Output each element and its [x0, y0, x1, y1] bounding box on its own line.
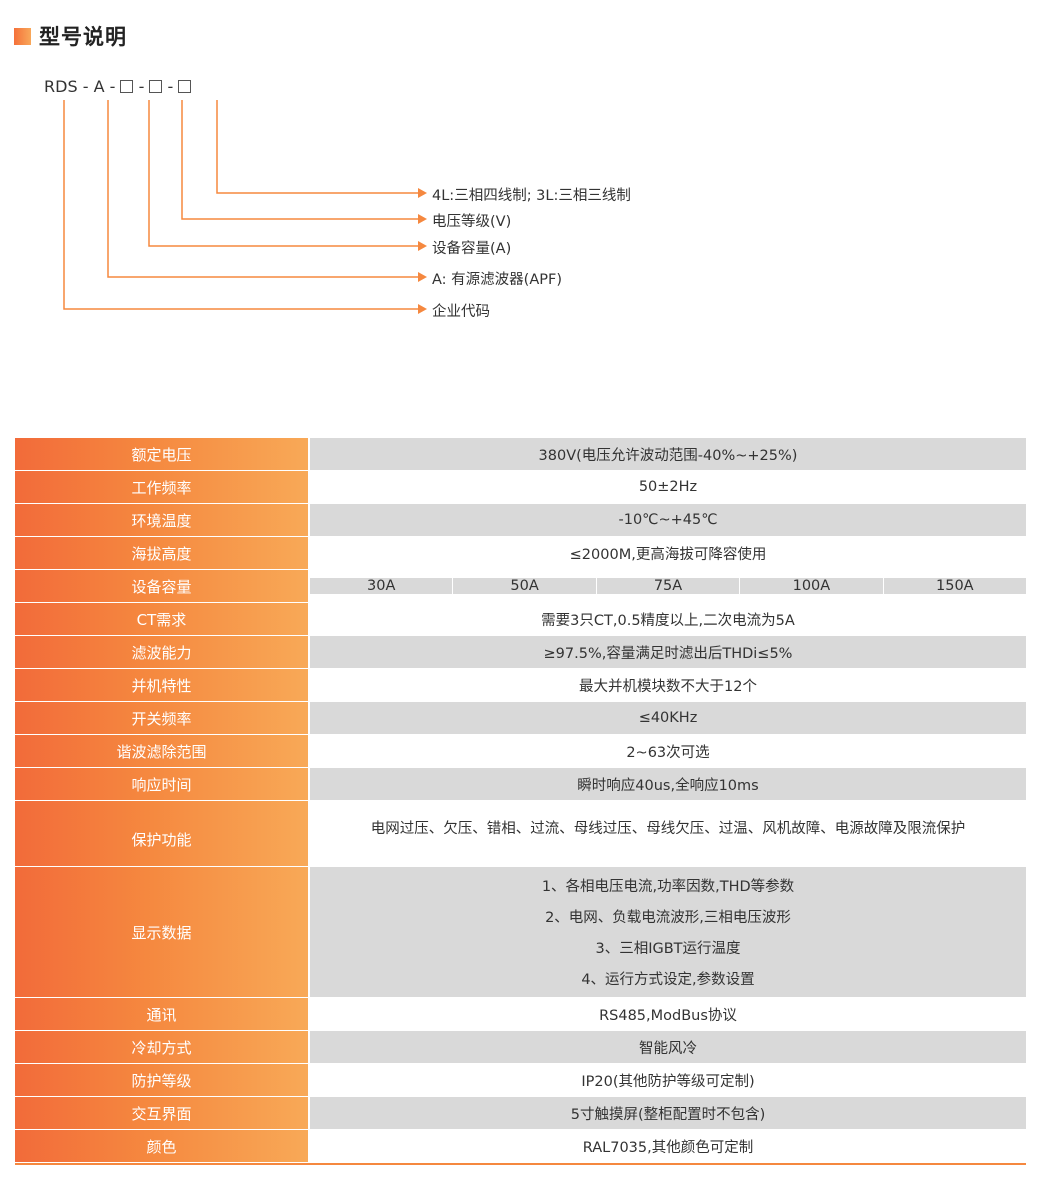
placeholder-box-icon [178, 79, 192, 93]
table-row: 海拔高度 ≤2000M,更高海拔可降容使用 [15, 537, 1026, 570]
row-label: 海拔高度 [15, 537, 310, 569]
row-value: 380V(电压允许波动范围-40%~+25%) [310, 438, 1026, 470]
table-row: 响应时间 瞬时响应40us,全响应10ms [15, 768, 1026, 801]
section-title: 型号说明 [39, 25, 127, 49]
row-value: IP20(其他防护等级可定制) [310, 1064, 1026, 1096]
row-label: 显示数据 [15, 867, 310, 997]
arrow-icon [418, 304, 427, 314]
display-data-line: 3、三相IGBT运行温度 [595, 941, 741, 957]
model-code-type: A [93, 77, 105, 96]
table-row: 通讯 RS485,ModBus协议 [15, 998, 1026, 1031]
row-value: ≥97.5%,容量满足时滤出后THDi≤5% [310, 636, 1026, 668]
legend-type: A: 有源滤波器(APF) [432, 272, 562, 288]
row-label: 滤波能力 [15, 636, 310, 668]
connector-line [216, 100, 418, 194]
legend-company: 企业代码 [432, 304, 490, 320]
row-label: 并机特性 [15, 669, 310, 701]
table-row: 冷却方式 智能风冷 [15, 1031, 1026, 1064]
capacity-cell: 50A [453, 578, 597, 594]
arrow-icon [418, 272, 427, 282]
table-row: 环境温度 -10℃~+45℃ [15, 504, 1026, 537]
table-row: 颜色 RAL7035,其他颜色可定制 [15, 1130, 1026, 1163]
row-label: 通讯 [15, 998, 310, 1030]
arrow-icon [418, 241, 427, 251]
legend-voltage: 电压等级(V) [432, 214, 512, 230]
capacity-cell: 30A [309, 578, 454, 594]
table-row: 额定电压 380V(电压允许波动范围-40%~+25%) [15, 438, 1026, 471]
model-legend-connectors [63, 100, 427, 314]
capacity-values: 30A 50A 75A 100A 150A [309, 570, 1027, 602]
section-header: 型号说明 [14, 24, 127, 49]
row-value: -10℃~+45℃ [310, 504, 1026, 536]
row-value: 电网过压、欠压、错相、过流、母线过压、母线欠压、过温、风机故障、电源故障及限流保… [310, 801, 1026, 866]
row-label: 开关频率 [15, 702, 310, 734]
display-data-line: 2、电网、负载电流波形,三相电压波形 [545, 910, 791, 926]
arrow-icon [418, 188, 427, 198]
spec-table: 额定电压 380V(电压允许波动范围-40%~+25%) 工作频率 50±2Hz… [15, 438, 1027, 1165]
row-value: 智能风冷 [310, 1031, 1026, 1063]
table-row: CT需求 需要3只CT,0.5精度以上,二次电流为5A [15, 603, 1026, 636]
row-value: 瞬时响应40us,全响应10ms [310, 768, 1026, 800]
row-label: 额定电压 [15, 438, 310, 470]
connector-line [148, 100, 418, 247]
row-value: ≤40KHz [310, 702, 1026, 734]
model-code: RDS - A - - - [44, 77, 192, 96]
row-value: 2~63次可选 [310, 735, 1026, 767]
placeholder-box-icon [120, 79, 134, 93]
capacity-cell: 100A [740, 578, 884, 594]
table-row: 交互界面 5寸触摸屏(整柜配置时不包含) [15, 1097, 1026, 1130]
capacity-cell: 75A [596, 578, 741, 594]
table-row: 并机特性 最大并机模块数不大于12个 [15, 669, 1026, 702]
row-label: 冷却方式 [15, 1031, 310, 1063]
table-row: 设备容量 30A 50A 75A 100A 150A [15, 570, 1027, 603]
table-row: 显示数据 1、各相电压电流,功率因数,THD等参数 2、电网、负载电流波形,三相… [15, 867, 1026, 998]
row-value: 5寸触摸屏(整柜配置时不包含) [310, 1097, 1026, 1129]
connector-line [181, 100, 418, 220]
row-label: 保护功能 [15, 801, 310, 866]
row-label: 颜色 [15, 1130, 310, 1162]
row-value: 最大并机模块数不大于12个 [310, 669, 1026, 701]
row-label: 防护等级 [15, 1064, 310, 1096]
legend-capacity: 设备容量(A) [432, 241, 512, 257]
row-value: 50±2Hz [310, 471, 1026, 503]
capacity-cell: 150A [883, 578, 1027, 594]
row-label: 交互界面 [15, 1097, 310, 1129]
display-data-line: 1、各相电压电流,功率因数,THD等参数 [541, 879, 795, 895]
display-data-line: 4、运行方式设定,参数设置 [581, 972, 755, 988]
row-label: 响应时间 [15, 768, 310, 800]
row-value: 需要3只CT,0.5精度以上,二次电流为5A [310, 603, 1026, 635]
connector-line [107, 100, 418, 278]
row-label: 工作频率 [15, 471, 310, 503]
table-row: 开关频率 ≤40KHz [15, 702, 1026, 735]
row-label: CT需求 [15, 603, 310, 635]
table-row: 保护功能 电网过压、欠压、错相、过流、母线过压、母线欠压、过温、风机故障、电源故… [15, 801, 1026, 867]
connector-line [63, 100, 418, 310]
legend-wiring: 4L:三相四线制; 3L:三相三线制 [432, 188, 631, 204]
row-value: ≤2000M,更高海拔可降容使用 [310, 537, 1026, 569]
placeholder-box-icon [149, 79, 163, 93]
table-row: 滤波能力 ≥97.5%,容量满足时滤出后THDi≤5% [15, 636, 1026, 669]
row-value: RS485,ModBus协议 [310, 998, 1026, 1030]
model-code-prefix: RDS [44, 77, 78, 96]
table-row: 谐波滤除范围 2~63次可选 [15, 735, 1026, 768]
row-label: 设备容量 [15, 570, 310, 602]
table-bottom-rule [15, 1163, 1026, 1165]
arrow-icon [418, 214, 427, 224]
table-row: 防护等级 IP20(其他防护等级可定制) [15, 1064, 1026, 1097]
table-row: 工作频率 50±2Hz [15, 471, 1026, 504]
row-value: RAL7035,其他颜色可定制 [310, 1130, 1026, 1162]
row-value-multiline: 1、各相电压电流,功率因数,THD等参数 2、电网、负载电流波形,三相电压波形 … [310, 867, 1026, 997]
orange-square-icon [14, 27, 31, 45]
row-label: 环境温度 [15, 504, 310, 536]
row-label: 谐波滤除范围 [15, 735, 310, 767]
